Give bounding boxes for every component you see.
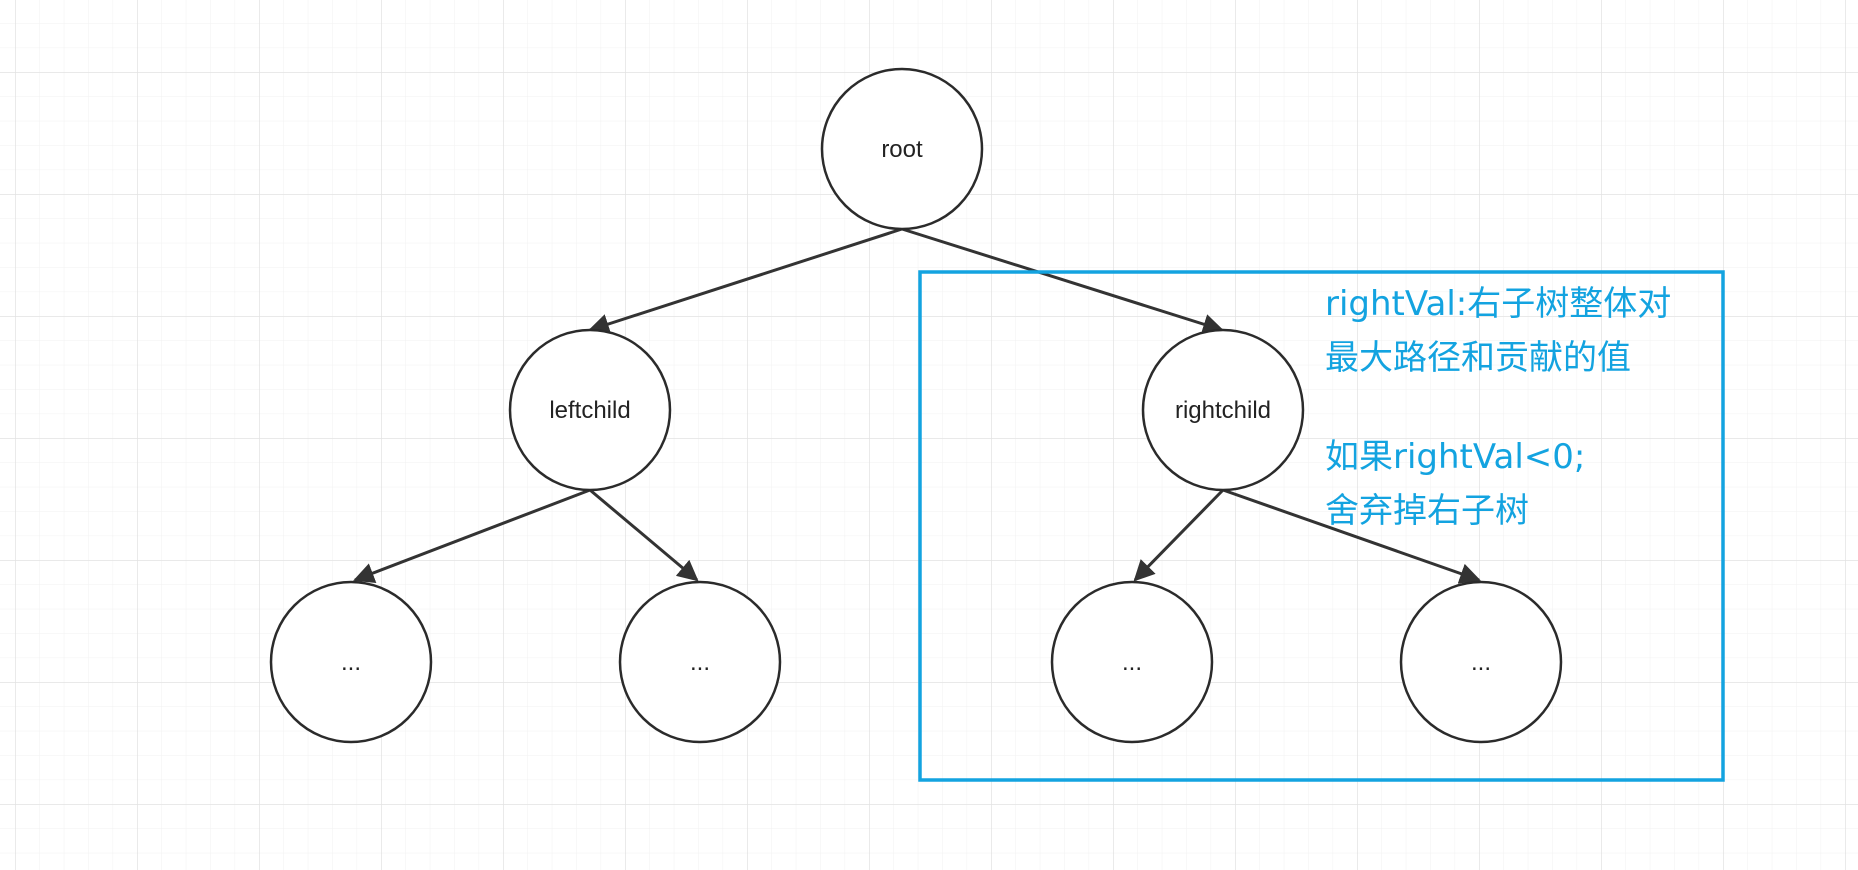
edge-rightchild-right-left xyxy=(1133,488,1225,582)
node-left-left[interactable]: ... xyxy=(269,580,433,744)
node-right-left-label: ... xyxy=(1122,649,1142,676)
edge-rightchild-right-right xyxy=(1222,488,1481,584)
node-rightchild[interactable]: rightchild xyxy=(1141,328,1305,492)
node-leftchild[interactable]: leftchild xyxy=(508,328,672,492)
right-subtree-highlight-box[interactable] xyxy=(918,270,1725,782)
node-left-right-label: ... xyxy=(690,649,710,676)
edge-root-rightchild xyxy=(901,227,1225,335)
annotation-text: rightVal:右子树整体对 最大路径和贡献的值 如果rightVal<0; … xyxy=(1325,284,1671,531)
annotation-line-1: rightVal:右子树整体对 xyxy=(1325,284,1671,324)
node-root-label: root xyxy=(881,136,923,163)
annotation-line-2: 最大路径和贡献的值 xyxy=(1325,338,1631,378)
node-root[interactable]: root xyxy=(820,67,984,231)
node-leftchild-label: leftchild xyxy=(549,397,630,424)
edge-leftchild-left-left xyxy=(353,488,591,584)
node-left-right[interactable]: ... xyxy=(618,580,782,744)
annotation-line-4: 舍弃掉右子树 xyxy=(1325,491,1529,531)
edge-leftchild-left-right xyxy=(589,488,699,582)
node-right-left[interactable]: ... xyxy=(1050,580,1214,744)
annotation-line-3: 如果rightVal<0; xyxy=(1325,437,1585,477)
node-left-left-label: ... xyxy=(341,649,361,676)
node-right-right[interactable]: ... xyxy=(1399,580,1563,744)
edge-root-leftchild xyxy=(588,227,903,335)
node-right-right-label: ... xyxy=(1471,649,1491,676)
node-rightchild-label: rightchild xyxy=(1175,397,1271,424)
